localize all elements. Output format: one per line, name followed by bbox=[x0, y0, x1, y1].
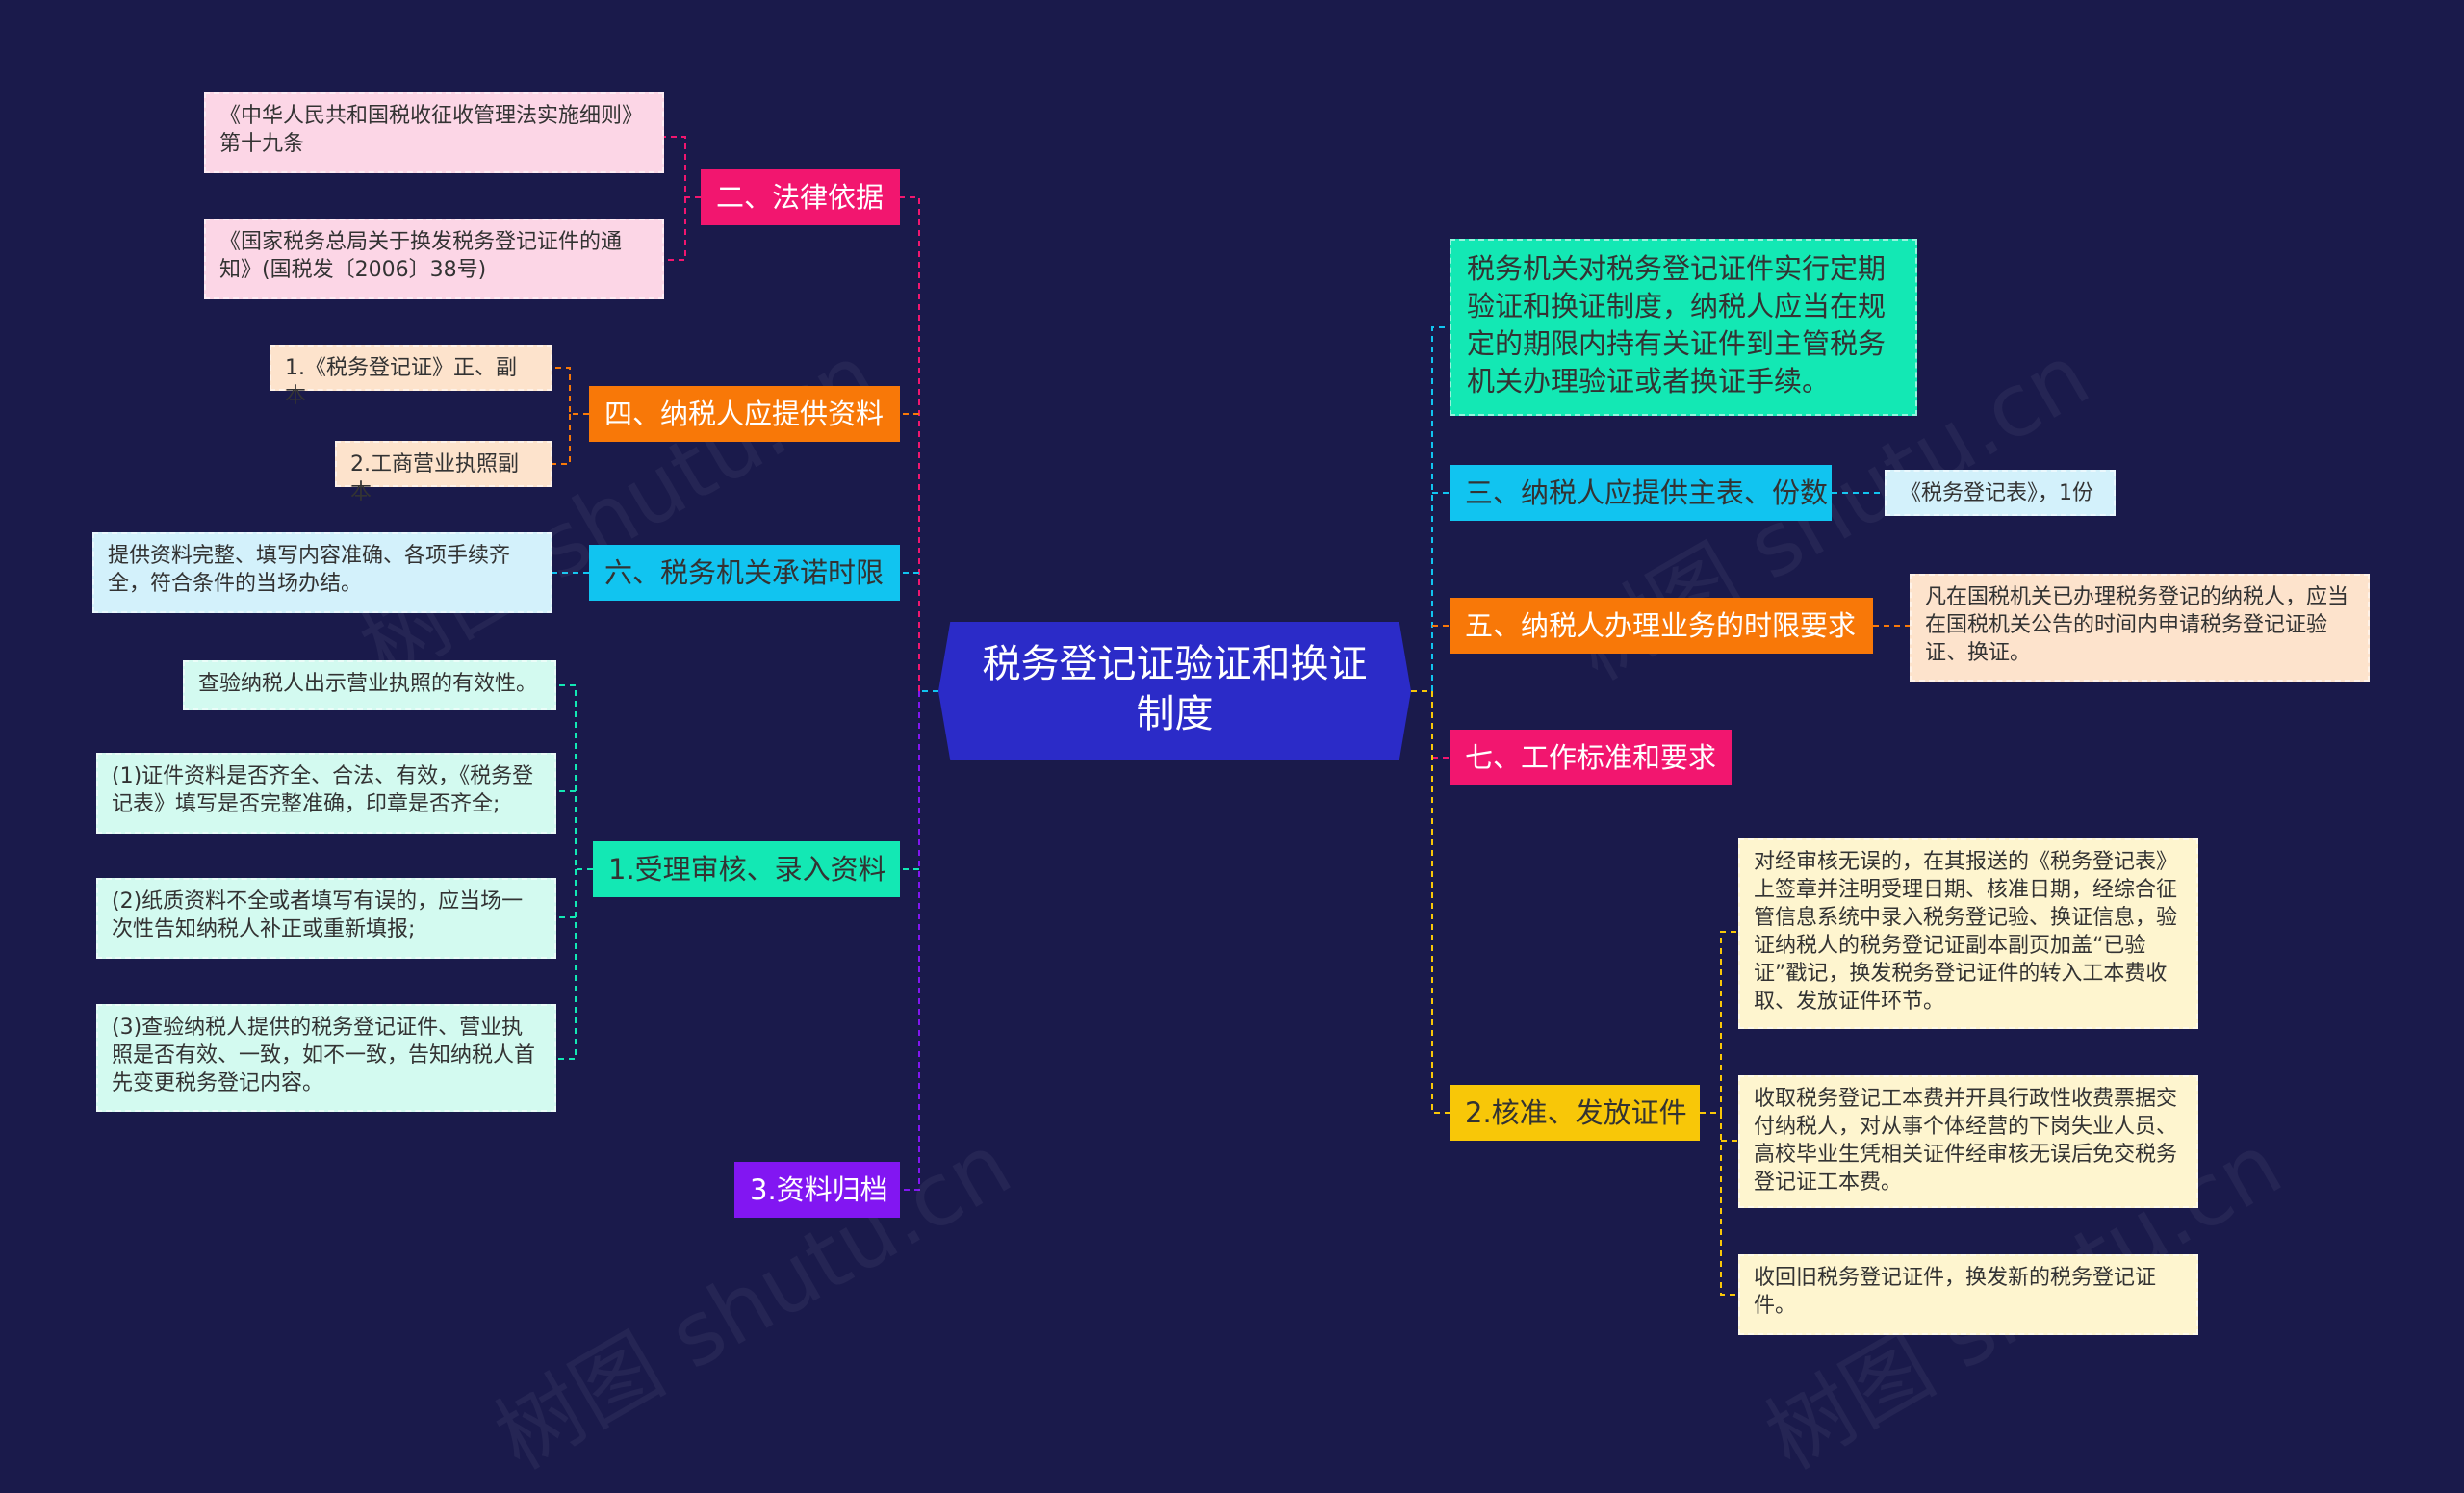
intro-text: 税务机关对税务登记证件实行定期验证和换证制度，纳税人应当在规定的期限内持有关证件… bbox=[1467, 252, 1886, 398]
leaf-promise-1-text: 提供资料完整、填写内容准确、各项手续齐全，符合条件的当场办结。 bbox=[108, 544, 511, 596]
leaf-deadline-1-text: 凡在国税机关已办理税务登记的纳税人，应当在国税机关公告的时间内申请税务登记证验证… bbox=[1925, 585, 2349, 665]
intro-box[interactable]: 税务机关对税务登记证件实行定期验证和换证制度，纳税人应当在规定的期限内持有关证件… bbox=[1450, 239, 1917, 416]
leaf-approve-2[interactable]: 收取税务登记工本费并开具行政性收费票据交付纳税人，对从事个体经营的下岗失业人员、… bbox=[1738, 1075, 2198, 1208]
root-topic[interactable]: 税务登记证验证和换证制度 bbox=[938, 622, 1411, 760]
leaf-accept-2-text: (1)证件资料是否齐全、合法、有效，《税务登记表》填写是否完整准确，印章是否齐全… bbox=[112, 764, 534, 816]
leaf-law-1-text: 《中华人民共和国税收征收管理法实施细则》第十九条 bbox=[219, 104, 644, 156]
leaf-materials-2[interactable]: 2.工商营业执照副本 bbox=[335, 441, 552, 504]
leaf-accept-1-text: 查验纳税人出示营业执照的有效性。 bbox=[198, 672, 538, 696]
leaf-deadline-1[interactable]: 凡在国税机关已办理税务登记的纳税人，应当在国税机关公告的时间内申请税务登记证验证… bbox=[1910, 574, 2370, 682]
leaf-promise-1[interactable]: 提供资料完整、填写内容准确、各项手续齐全，符合条件的当场办结。 bbox=[92, 532, 552, 613]
leaf-approve-1[interactable]: 对经审核无误的，在其报送的《税务登记表》上签章并注明受理日期、核准日期，经综合征… bbox=[1738, 838, 2198, 1029]
branch-accept-label: 1.受理审核、录入资料 bbox=[608, 853, 886, 886]
leaf-accept-4[interactable]: (3)查验纳税人提供的税务登记证件、营业执照是否有效、一致，如不一致，告知纳税人… bbox=[96, 1004, 556, 1112]
leaf-law-1[interactable]: 《中华人民共和国税收征收管理法实施细则》第十九条 bbox=[204, 92, 664, 173]
leaf-approve-3-text: 收回旧税务登记证件，换发新的税务登记证件。 bbox=[1754, 1266, 2157, 1318]
leaf-accept-2[interactable]: (1)证件资料是否齐全、合法、有效，《税务登记表》填写是否完整准确，印章是否齐全… bbox=[96, 753, 556, 834]
branch-law-label: 二、法律依据 bbox=[716, 181, 885, 214]
leaf-approve-2-text: 收取税务登记工本费并开具行政性收费票据交付纳税人，对从事个体经营的下岗失业人员、… bbox=[1754, 1087, 2178, 1195]
leaf-materials-1[interactable]: 1.《税务登记证》正、副本 bbox=[270, 345, 552, 408]
branch-materials-label: 四、纳税人应提供资料 bbox=[604, 398, 885, 430]
branch-deadline[interactable]: 五、纳税人办理业务的时限要求 bbox=[1450, 598, 1873, 654]
leaf-law-2[interactable]: 《国家税务总局关于换发税务登记证件的通知》(国税发〔2006〕38号) bbox=[204, 219, 664, 299]
leaf-accept-4-text: (3)查验纳税人提供的税务登记证件、营业执照是否有效、一致，如不一致，告知纳税人… bbox=[112, 1016, 536, 1095]
branch-materials[interactable]: 四、纳税人应提供资料 bbox=[589, 386, 900, 442]
branch-approve[interactable]: 2.核准、发放证件 bbox=[1450, 1085, 1700, 1141]
branch-promise-label: 六、税务机关承诺时限 bbox=[604, 556, 885, 589]
leaf-law-2-text: 《国家税务总局关于换发税务登记证件的通知》(国税发〔2006〕38号) bbox=[219, 230, 623, 282]
branch-law[interactable]: 二、法律依据 bbox=[701, 169, 900, 225]
root-topic-label: 税务登记证验证和换证制度 bbox=[982, 642, 1368, 736]
branch-archive-label: 3.资料归档 bbox=[750, 1173, 888, 1206]
branch-standards-label: 七、工作标准和要求 bbox=[1465, 741, 1717, 774]
leaf-materials-2-text: 2.工商营业执照副本 bbox=[350, 452, 519, 504]
leaf-accept-1[interactable]: 查验纳税人出示营业执照的有效性。 bbox=[183, 660, 556, 710]
branch-approve-label: 2.核准、发放证件 bbox=[1465, 1096, 1687, 1129]
branch-standards[interactable]: 七、工作标准和要求 bbox=[1450, 730, 1732, 785]
branch-deadline-label: 五、纳税人办理业务的时限要求 bbox=[1465, 609, 1857, 642]
leaf-accept-3[interactable]: (2)纸质资料不全或者填写有误的，应当场一次性告知纳税人补正或重新填报; bbox=[96, 878, 556, 959]
branch-forms[interactable]: 三、纳税人应提供主表、份数 bbox=[1450, 465, 1832, 521]
leaf-approve-1-text: 对经审核无误的，在其报送的《税务登记表》上签章并注明受理日期、核准日期，经综合征… bbox=[1754, 850, 2178, 1014]
branch-forms-label: 三、纳税人应提供主表、份数 bbox=[1465, 476, 1829, 509]
connector-lines bbox=[552, 136, 1910, 1296]
leaf-accept-3-text: (2)纸质资料不全或者填写有误的，应当场一次性告知纳税人补正或重新填报; bbox=[112, 889, 524, 941]
leaf-materials-1-text: 1.《税务登记证》正、副本 bbox=[285, 356, 517, 408]
branch-archive[interactable]: 3.资料归档 bbox=[734, 1162, 900, 1218]
leaf-forms-1[interactable]: 《税务登记表》，1份 bbox=[1885, 470, 2116, 516]
branch-accept[interactable]: 1.受理审核、录入资料 bbox=[593, 841, 900, 897]
leaf-forms-1-text: 《税务登记表》，1份 bbox=[1900, 481, 2093, 505]
branch-promise[interactable]: 六、税务机关承诺时限 bbox=[589, 545, 900, 601]
leaf-approve-3[interactable]: 收回旧税务登记证件，换发新的税务登记证件。 bbox=[1738, 1254, 2198, 1335]
